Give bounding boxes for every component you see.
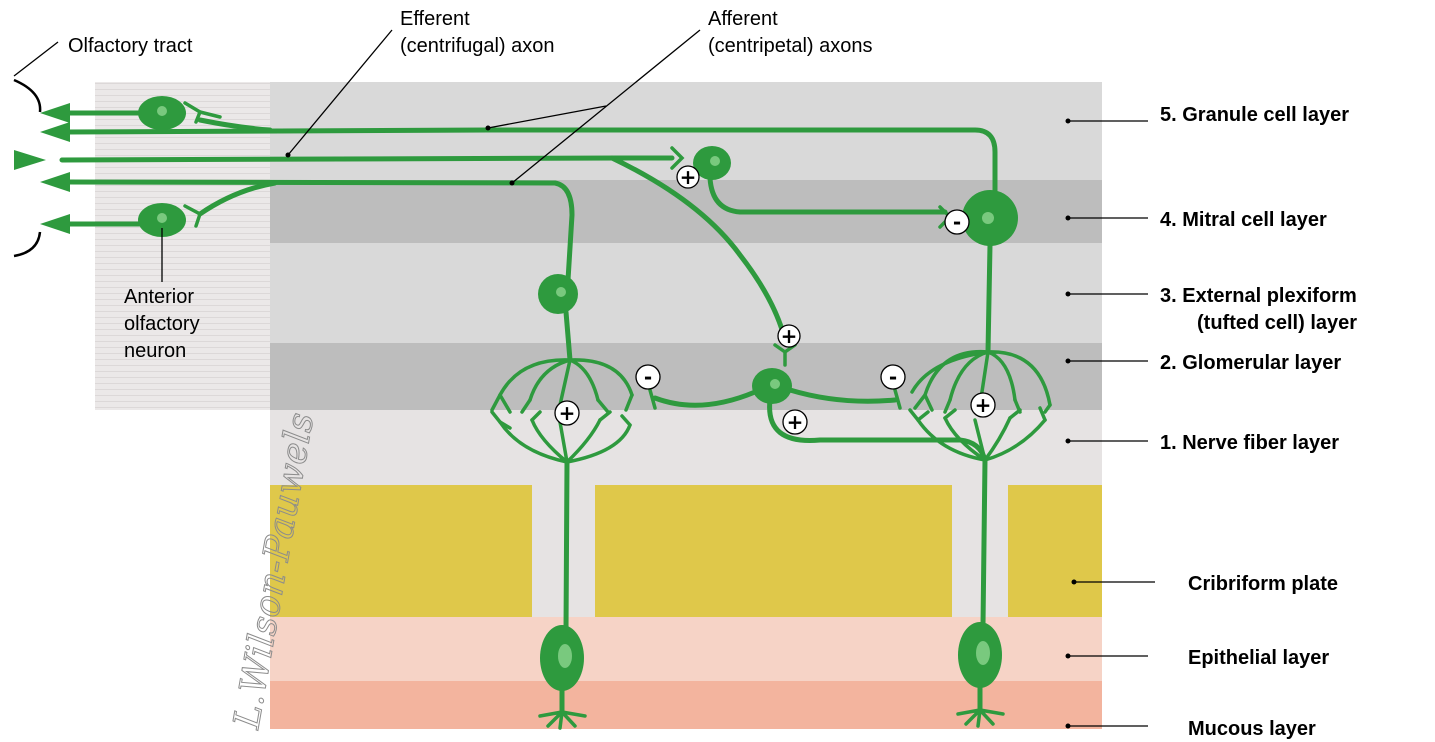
- layer-label-external-plexiform: 3. External plexiform (tufted cell) laye…: [1066, 285, 1358, 334]
- arrowhead-right: [14, 150, 46, 170]
- svg-text:Afferent: Afferent: [708, 8, 778, 30]
- svg-text:+: +: [975, 393, 992, 417]
- layer-label-epithelial: Epithelial layer: [1066, 647, 1330, 669]
- svg-text:2. Glomerular layer: 2. Glomerular layer: [1160, 352, 1341, 374]
- external-plexiform-layer-band: [270, 243, 1102, 343]
- excitatory-sign: +: [971, 393, 995, 417]
- layer-label-granule: 5. Granule cell layer: [1066, 104, 1350, 126]
- svg-text:+: +: [680, 165, 697, 189]
- svg-text:-: -: [644, 365, 652, 389]
- inhibitory-sign: -: [945, 210, 969, 234]
- layer-label-mitral: 4. Mitral cell layer: [1066, 209, 1327, 231]
- svg-text:+: +: [559, 401, 576, 425]
- svg-text:olfactory: olfactory: [124, 313, 200, 335]
- excitatory-sign: +: [677, 165, 699, 189]
- layer-label-mucous: Mucous layer: [1066, 718, 1317, 740]
- svg-text:(tufted cell) layer: (tufted cell) layer: [1197, 312, 1357, 334]
- label-olfactory-tract: Olfactory tract: [68, 35, 193, 57]
- svg-text:-: -: [953, 210, 961, 234]
- inhibitory-sign: -: [881, 365, 905, 389]
- svg-text:neuron: neuron: [124, 340, 186, 362]
- svg-text:-: -: [889, 365, 897, 389]
- svg-text:Mucous layer: Mucous layer: [1188, 718, 1316, 740]
- svg-text:Epithelial layer: Epithelial layer: [1188, 647, 1329, 669]
- svg-text:(centripetal) axons: (centripetal) axons: [708, 35, 873, 57]
- cribriform-plate-segment: [1008, 485, 1102, 617]
- svg-text:3. External plexiform: 3. External plexiform: [1160, 285, 1357, 307]
- excitatory-sign: +: [783, 410, 807, 434]
- layer-label-cribriform: Cribriform plate: [1072, 573, 1339, 595]
- svg-text:Anterior: Anterior: [124, 286, 194, 308]
- cribriform-plate-segment: [595, 485, 952, 617]
- svg-text:Efferent: Efferent: [400, 8, 470, 30]
- excitatory-sign: +: [778, 324, 800, 348]
- inhibitory-sign: -: [636, 365, 660, 389]
- svg-text:+: +: [781, 324, 798, 348]
- layer-label-nerve-fiber: 1. Nerve fiber layer: [1066, 432, 1340, 454]
- anterior-olfactory-neuron: [138, 96, 186, 130]
- svg-text:+: +: [787, 410, 804, 434]
- svg-text:Cribriform plate: Cribriform plate: [1188, 573, 1338, 595]
- layer-label-glomerular: 2. Glomerular layer: [1066, 352, 1342, 374]
- svg-text:1. Nerve fiber layer: 1. Nerve fiber layer: [1160, 432, 1339, 454]
- svg-text:5. Granule cell layer: 5. Granule cell layer: [1160, 104, 1349, 126]
- svg-text:4. Mitral cell layer: 4. Mitral cell layer: [1160, 209, 1327, 231]
- excitatory-sign: +: [555, 401, 579, 425]
- cribriform-plate-segment: [270, 485, 532, 617]
- svg-text:(centrifugal) axon: (centrifugal) axon: [400, 35, 555, 57]
